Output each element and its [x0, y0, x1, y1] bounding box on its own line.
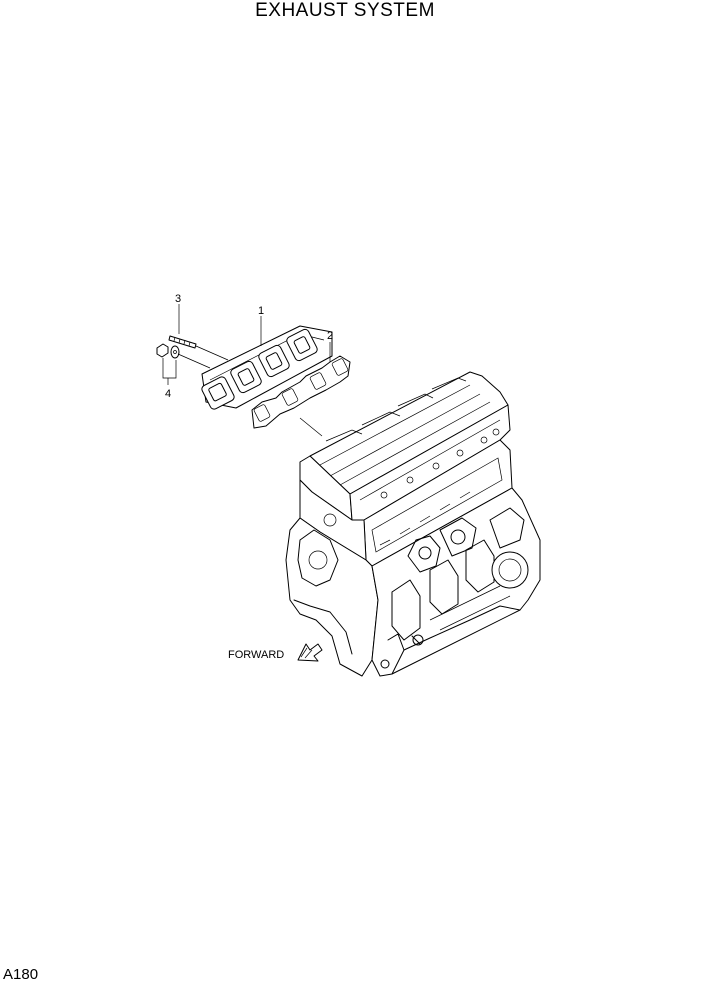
page-code: A180 [3, 966, 39, 983]
forward-arrow-icon [297, 643, 323, 662]
forward-label: FORWARD [228, 649, 284, 661]
callout-3-label: 3 [175, 293, 181, 305]
nut-and-washer [156, 343, 180, 359]
callout-1: 1 [258, 305, 264, 346]
callout-4-label: 4 [165, 388, 171, 400]
callout-2-label: 2 [327, 330, 333, 342]
callout-1-label: 1 [258, 305, 264, 317]
page-title: EXHAUST SYSTEM [255, 0, 435, 21]
callout-3: 3 [175, 293, 181, 334]
callout-2: 2 [327, 330, 333, 362]
engine-block [285, 371, 541, 677]
exhaust-manifold [201, 325, 333, 410]
stud [168, 335, 197, 349]
manifold-gasket [251, 355, 351, 429]
callout-4: 4 [162, 358, 177, 400]
